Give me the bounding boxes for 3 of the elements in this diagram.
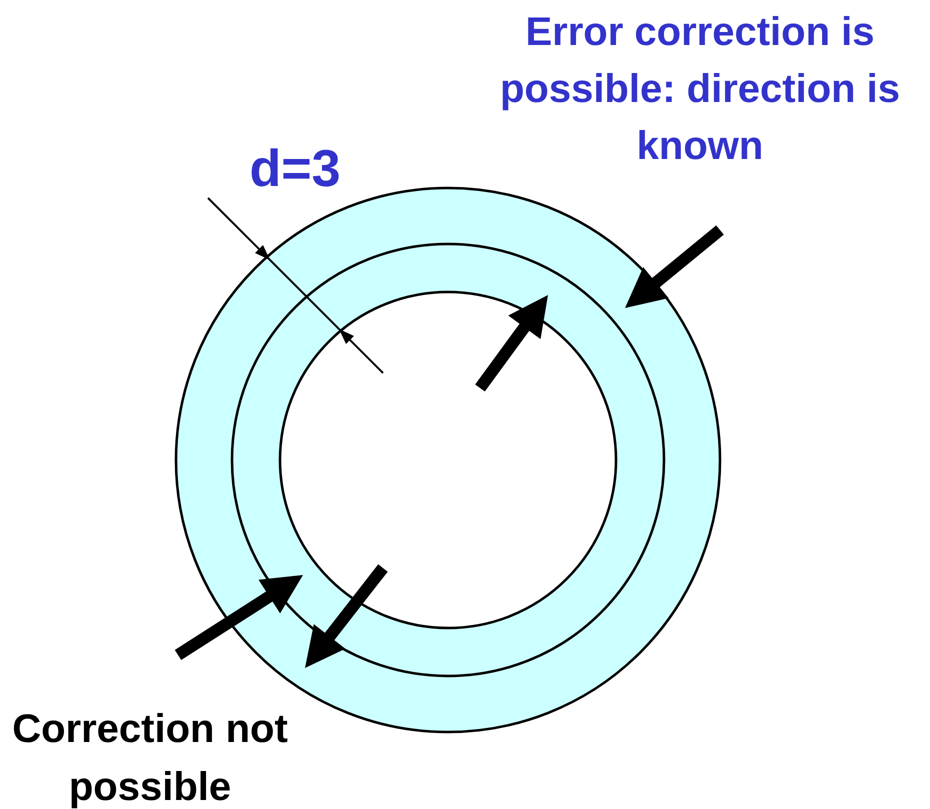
note-text: Correction not possible — [11, 706, 289, 809]
distance-label: d=3 — [248, 139, 342, 200]
note-text: Error correction is possible: direction is known — [498, 9, 902, 170]
